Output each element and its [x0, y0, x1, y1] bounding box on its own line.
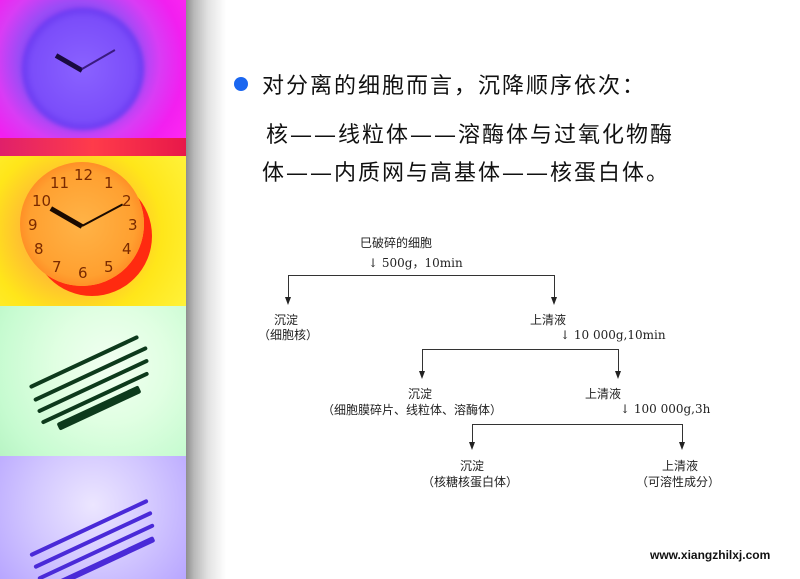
flow-branch-line-1 — [288, 275, 554, 276]
clock-number: 5 — [104, 258, 114, 276]
flow-step3-condition: ↓ 100 000g,3h — [620, 402, 711, 416]
step3-pellet-title: 沉淀 — [460, 459, 485, 473]
orange-clock-panel: 12 1 2 3 4 5 6 7 8 9 10 11 — [0, 156, 186, 306]
green-books-panel — [0, 306, 186, 456]
clock-number: 11 — [50, 174, 70, 192]
step3-pellet-detail: （核糖核蛋白体） — [422, 475, 519, 489]
flow-connector — [618, 349, 619, 373]
blue-dot-bullet-icon — [234, 77, 248, 91]
green-books-image — [14, 330, 164, 431]
flow-connector — [288, 275, 289, 299]
flow-connector — [472, 424, 473, 444]
clock-number: 8 — [34, 240, 44, 258]
step3-supernatant-detail: （可溶性成分） — [636, 475, 721, 489]
orange-clock-image: 12 1 2 3 4 5 6 7 8 9 10 11 — [20, 162, 144, 286]
arrow-down-icon — [469, 442, 475, 450]
clock-number: 12 — [74, 166, 94, 184]
watermark-url: www.xiangzhilxj.com — [650, 548, 771, 562]
strip-shadow-edge — [186, 0, 226, 579]
sequence-line-2: 体——内质网与高基体——核蛋白体。 — [262, 161, 671, 186]
step3-supernatant-title: 上清液 — [662, 459, 699, 473]
purple-clock-panel — [0, 0, 186, 138]
condition-text: 500g，10min — [381, 256, 463, 270]
clock-number: 1 — [104, 174, 114, 192]
step2-pellet-title: 沉淀 — [408, 387, 433, 401]
clock-minute-hand — [81, 203, 124, 227]
flow-step1-condition: ↓ 500g，10min — [368, 256, 463, 270]
flow-connector — [682, 424, 683, 444]
purple-books-panel — [0, 456, 186, 579]
red-band — [0, 138, 186, 156]
step2-pellet-detail: （细胞膜碎片、线粒体、溶酶体） — [322, 403, 503, 417]
arrow-down-icon — [285, 297, 291, 305]
arrow-down-icon — [551, 297, 557, 305]
step1-pellet-detail: （细胞核） — [258, 328, 319, 342]
flow-branch-line-2 — [422, 349, 618, 350]
clock-number: 2 — [122, 192, 132, 210]
condition-text: 100 000g,3h — [633, 402, 711, 416]
flow-branch-line-3 — [472, 424, 682, 425]
flow-step2-condition: ↓ 10 000g,10min — [560, 328, 666, 342]
arrow-down-icon — [615, 371, 621, 379]
clock-number: 7 — [52, 258, 62, 276]
step2-supernatant: 上清液 — [585, 387, 622, 401]
clock-number: 10 — [32, 192, 52, 210]
clock-number: 4 — [122, 240, 132, 258]
clock-hour-hand — [49, 206, 84, 229]
clock-number: 6 — [78, 264, 88, 282]
step1-pellet-title: 沉淀 — [274, 313, 299, 327]
flow-connector — [422, 349, 423, 373]
flow-start: 巳破碎的细胞 — [360, 236, 433, 250]
decorative-image-strip: 12 1 2 3 4 5 6 7 8 9 10 11 — [0, 0, 186, 579]
purple-books-image — [14, 476, 174, 579]
step1-supernatant: 上清液 — [530, 313, 567, 327]
sequence-line-1: 核——线粒体——溶酶体与过氧化物酶 — [266, 123, 675, 148]
arrow-down-icon — [679, 442, 685, 450]
clock-number: 9 — [28, 216, 38, 234]
clock-number: 3 — [128, 216, 138, 234]
slide-heading: 对分离的细胞而言，沉降顺序依次： — [262, 74, 647, 99]
arrow-down-icon — [419, 371, 425, 379]
flow-connector — [554, 275, 555, 299]
condition-text: 10 000g,10min — [573, 328, 666, 342]
